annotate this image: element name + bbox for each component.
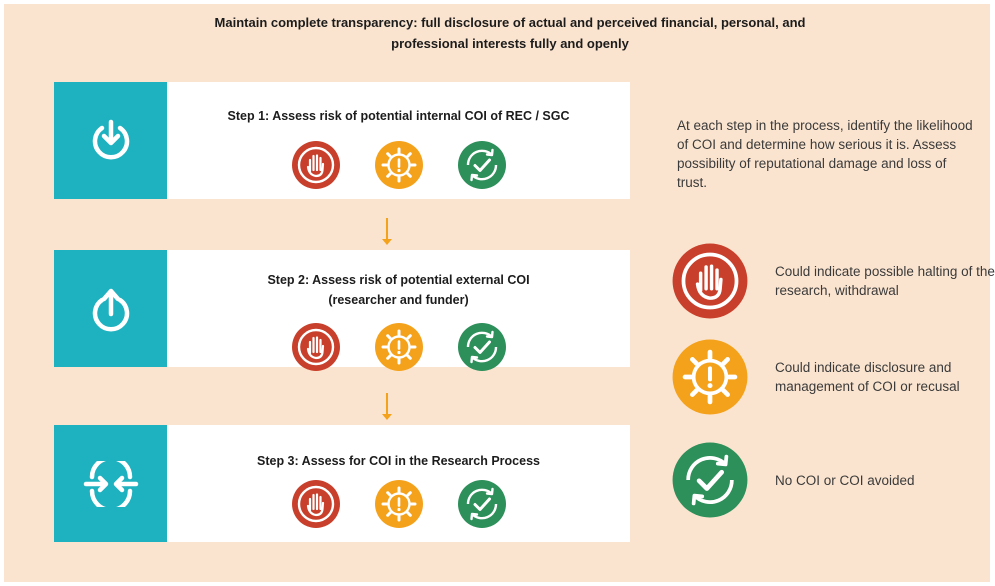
assessment-guidance-text: At each step in the process, identify th… <box>677 118 973 190</box>
step-3-badges <box>167 479 630 529</box>
step-1-body: Step 1: Assess risk of potential interna… <box>167 82 630 199</box>
legend-item-halting: Could indicate possible halting of the r… <box>671 242 995 320</box>
legend-item-disclosure: Could indicate disclosure and management… <box>671 338 995 416</box>
flow-arrow-1 <box>382 218 392 245</box>
gear-alert-icon <box>374 479 424 529</box>
flow-arrow-2 <box>382 393 392 420</box>
step-2-card: Step 2: Assess risk of potential externa… <box>54 250 630 367</box>
gear-alert-icon <box>374 140 424 190</box>
legend-label-disclosure: Could indicate disclosure and management… <box>775 360 960 394</box>
legend-label-no-coi: No COI or COI avoided <box>775 472 915 488</box>
gear-alert-icon <box>374 322 424 372</box>
step-2-title-line-2: (researcher and funder) <box>328 293 469 307</box>
stop-hand-icon <box>291 479 341 529</box>
step-1-icon-box <box>54 82 167 199</box>
header-text: Maintain complete transparency: full dis… <box>150 12 870 54</box>
power-up-icon <box>92 288 129 331</box>
step-3-icon-box <box>54 425 167 542</box>
header-line-2: professional interests fully and openly <box>391 36 629 51</box>
gear-alert-icon <box>671 338 749 416</box>
step-3-title: Step 3: Assess for COI in the Research P… <box>167 451 630 471</box>
check-cycle-icon <box>457 479 507 529</box>
step-2-title-line-1: Step 2: Assess risk of potential externa… <box>267 273 530 287</box>
legend-item-no-coi: No COI or COI avoided <box>671 441 995 519</box>
step-2-body: Step 2: Assess risk of potential externa… <box>167 250 630 367</box>
check-cycle-icon <box>457 322 507 372</box>
stop-hand-icon <box>671 242 749 320</box>
step-1-card: Step 1: Assess risk of potential interna… <box>54 82 630 199</box>
legend-label-halting: Could indicate possible halting of the r… <box>775 264 995 298</box>
step-2-badges <box>167 322 630 372</box>
step-3-body: Step 3: Assess for COI in the Research P… <box>167 425 630 542</box>
step-2-title: Step 2: Assess risk of potential externa… <box>167 270 630 310</box>
header-line-1: Maintain complete transparency: full dis… <box>214 15 806 30</box>
stop-hand-icon <box>291 322 341 372</box>
step-1-title: Step 1: Assess risk of potential interna… <box>167 106 630 126</box>
step-2-icon-box <box>54 250 167 367</box>
converge-arrows-icon <box>83 460 138 507</box>
power-down-icon <box>92 119 129 159</box>
check-cycle-icon <box>671 441 749 519</box>
check-cycle-icon <box>457 140 507 190</box>
step-3-title-line-1: Step 3: Assess for COI in the Research P… <box>257 454 540 468</box>
stop-hand-icon <box>291 140 341 190</box>
step-1-badges <box>167 140 630 190</box>
step-3-card: Step 3: Assess for COI in the Research P… <box>54 425 630 542</box>
step-1-title-line-1: Step 1: Assess risk of potential interna… <box>227 109 570 123</box>
